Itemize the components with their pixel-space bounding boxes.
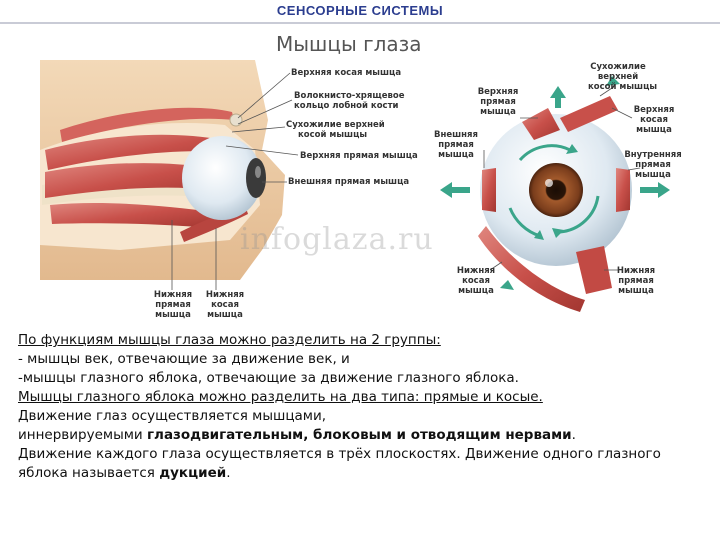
- text-line-5: Движение глаз осуществляется мышцами,: [18, 407, 696, 426]
- text-line-8-bold: дукцией: [159, 465, 227, 481]
- label-inferior-oblique-left: Нижняя косая мышца: [205, 290, 245, 320]
- header-rule: [0, 22, 720, 24]
- text-line-6-a: иннервируемыми: [18, 427, 147, 443]
- text-line-5-word-3: осуществляется: [131, 408, 248, 424]
- superior-rectus-front: [522, 108, 560, 140]
- text-line-7: Движение каждого глаза осуществляется в …: [18, 446, 661, 462]
- left-leader-lines: [171, 72, 299, 290]
- text-line-2: - мышцы век, отвечающие за движение век,…: [18, 351, 350, 367]
- label-lateral-rectus: Внешняя прямая мышца: [288, 177, 410, 187]
- eyeball-side: [182, 136, 262, 220]
- text-line-3: -мышцы глазного яблока, отвечающие за дв…: [18, 370, 519, 386]
- text-line-4: Мышцы глазного яблока можно разделить на…: [18, 389, 543, 405]
- label-superior-rectus-right: Верхняя прямая мышца: [477, 87, 519, 117]
- iris: [529, 163, 583, 217]
- inferior-muscle-left: [50, 202, 215, 228]
- text-line-5-word-1: Движение: [18, 408, 92, 424]
- arrow-heads: [440, 76, 670, 290]
- label-inferior-rectus-left: Нижняя прямая мышца: [153, 290, 193, 320]
- label-tendon-1: Сухожилие верхней: [286, 120, 385, 130]
- label-superior-oblique-right: Верхняя косая мышца: [633, 105, 675, 135]
- text-line-8: яблока называется дукцией.: [18, 464, 696, 483]
- text-line-8-c: .: [226, 465, 231, 481]
- side-view-group: [40, 60, 299, 290]
- cornea-highlight: [255, 166, 261, 178]
- label-superior-rectus: Верхняя прямая мышца: [300, 151, 418, 161]
- text-line-1: По функциям мышцы глаза можно разделить …: [18, 332, 441, 348]
- text-line-5-word-2: глаз: [95, 408, 128, 424]
- superior-oblique-front: [560, 96, 618, 132]
- text-line-6-c: .: [571, 427, 576, 443]
- label-tendon-right: Сухожилие верхней косой мышцы: [588, 62, 658, 92]
- watermark: infoglaza.ru: [240, 222, 434, 257]
- superior-oblique-left: [60, 107, 234, 142]
- label-inferior-rectus-right: Нижняя прямая мышца: [616, 266, 656, 296]
- header-bar: [0, 0, 720, 20]
- text-line-6-bold: глазодвигательным, блоковым и отводящим …: [147, 427, 572, 443]
- superior-muscle-left: [45, 134, 226, 170]
- right-leader-lines: [483, 87, 641, 271]
- label-superior-oblique: Верхняя косая мышца: [291, 68, 402, 78]
- inferior-rectus-front: [576, 246, 612, 294]
- cornea-side: [246, 158, 266, 198]
- text-line-6: иннервируемыми глазодвигательным, блоков…: [18, 426, 696, 445]
- lateral-muscle-left: [45, 163, 214, 198]
- pupil-highlight: [545, 179, 553, 187]
- medial-rectus-front: [616, 168, 630, 212]
- text-line-5-word-4: мышцами,: [252, 408, 327, 424]
- header-title: СЕНСОРНЫЕ СИСТЕМЫ: [276, 3, 444, 18]
- figure-title: Мышцы глаза: [276, 32, 422, 56]
- lateral-rectus-front: [482, 168, 496, 212]
- label-tendon-2: косой мышцы: [298, 130, 368, 140]
- inferior-oblique-front: [478, 226, 585, 312]
- label-trochlea-2: кольцо лобной кости: [294, 101, 399, 111]
- front-view-group: [440, 76, 670, 312]
- body-text: По функциям мышцы глаза можно разделить …: [18, 331, 696, 483]
- text-line-8-a: яблока называется: [18, 465, 160, 481]
- label-lateral-rectus-right: Внешняя прямая мышца: [434, 130, 478, 160]
- label-inferior-oblique-right: Нижняя косая мышца: [456, 266, 496, 296]
- label-medial-rectus-right: Внутренняя прямая мышца: [624, 150, 682, 180]
- label-trochlea-1: Волокнисто-хрящевое: [294, 91, 405, 101]
